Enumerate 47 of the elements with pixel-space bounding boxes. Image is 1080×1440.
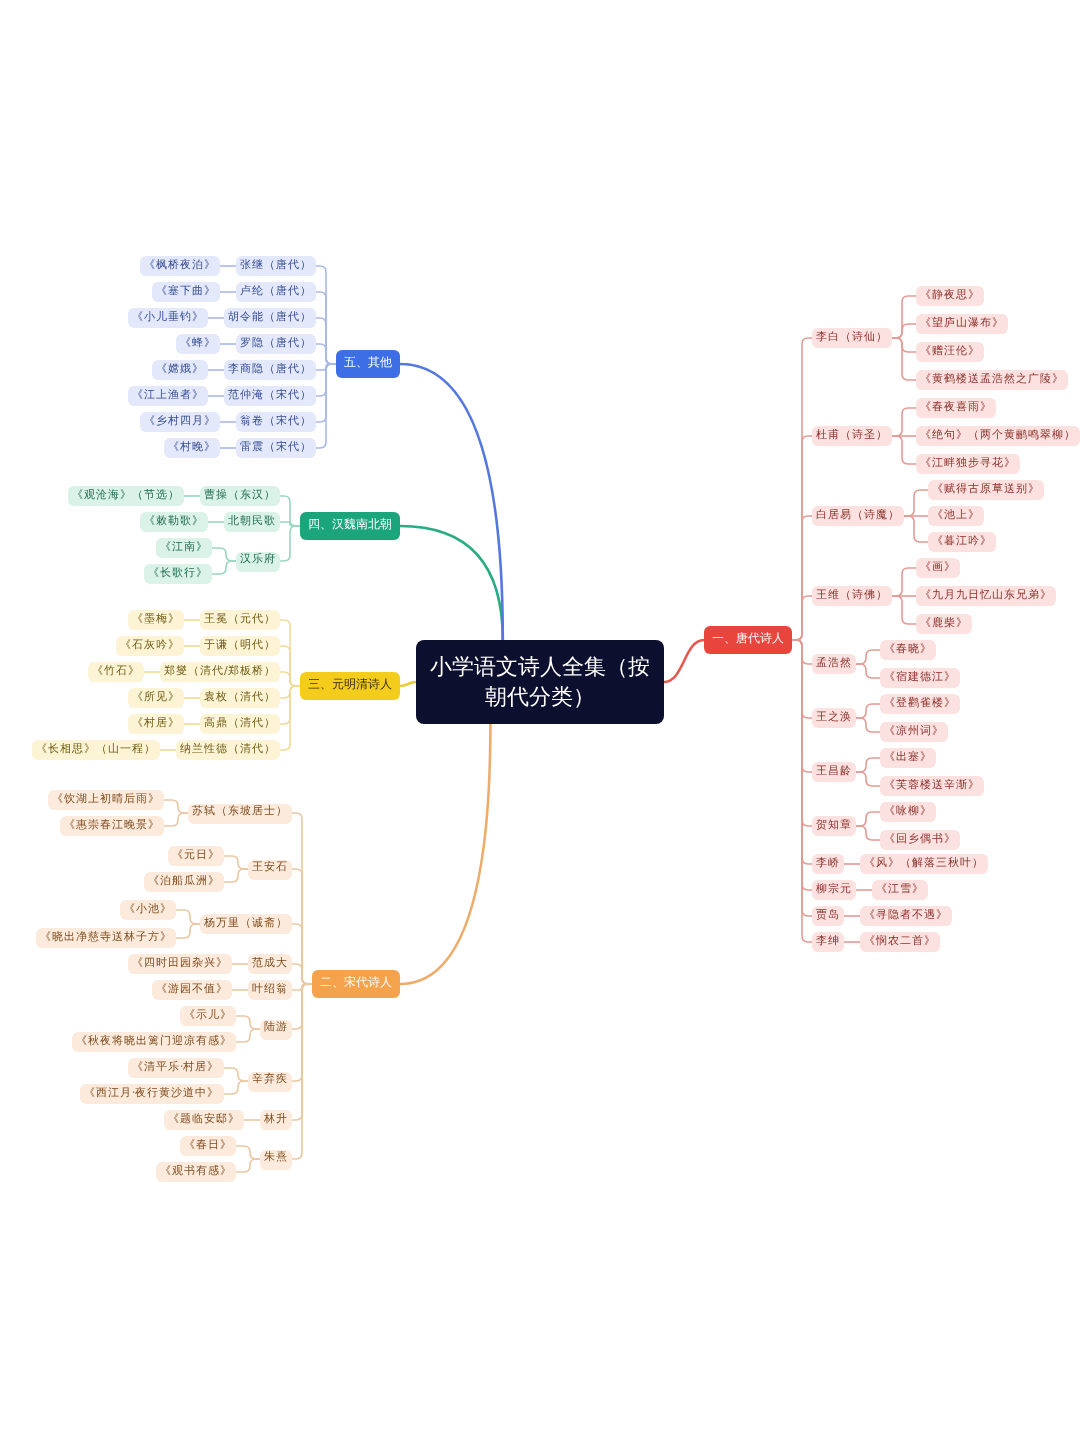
connector (843, 863, 861, 865)
connector (243, 1119, 261, 1121)
connector (855, 717, 881, 733)
connector (235, 1028, 261, 1043)
connector (235, 1158, 261, 1173)
connector (891, 435, 917, 465)
connector (891, 595, 917, 625)
connector (183, 697, 201, 699)
connector (207, 395, 225, 397)
connector (231, 963, 249, 965)
connector (855, 771, 881, 787)
connector (207, 317, 225, 319)
connector (207, 369, 225, 371)
connector (315, 363, 337, 449)
connector (903, 515, 929, 543)
connector (663, 638, 705, 684)
connector (143, 671, 161, 673)
connector (219, 343, 237, 345)
connector (855, 889, 873, 891)
connector (183, 723, 201, 725)
connector (855, 825, 881, 841)
connector (163, 812, 189, 827)
connector (843, 941, 861, 943)
connector (891, 337, 917, 381)
connector (207, 521, 225, 523)
connector (855, 663, 881, 679)
connector (183, 495, 201, 497)
connector (843, 915, 861, 917)
central-topic: 小学语文诗人全集（按朝代分类） (416, 640, 664, 724)
connector (223, 868, 249, 883)
connector (219, 265, 237, 267)
connector (219, 421, 237, 423)
connector (183, 619, 201, 621)
connector (159, 749, 177, 751)
connector (279, 685, 301, 751)
connector (291, 983, 313, 1160)
connector (231, 989, 249, 991)
connector (399, 680, 417, 688)
connector (219, 447, 237, 449)
connector (222, 1080, 249, 1095)
connector (279, 525, 301, 562)
connector (399, 723, 492, 986)
connector (211, 560, 237, 575)
connector (399, 362, 505, 640)
connector (219, 291, 237, 293)
connector (175, 923, 201, 939)
connector (183, 645, 201, 647)
